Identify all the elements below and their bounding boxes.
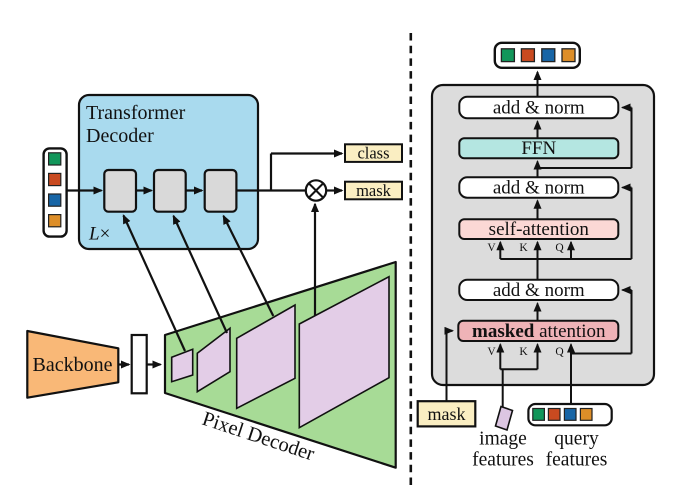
maskedattn-v-label: V <box>487 346 496 358</box>
feature-map-3 <box>235 303 296 410</box>
multiply-operator <box>304 179 328 202</box>
output-token-red <box>520 48 536 63</box>
self-attention-box <box>458 218 620 241</box>
add-norm-bottom-label: add & norm <box>493 280 585 301</box>
selfattn-v-label: V <box>487 242 496 254</box>
class-output-box <box>344 143 403 163</box>
image-features-shape <box>494 405 514 432</box>
class-output-label: class <box>357 144 389 163</box>
block-connectors <box>444 70 633 407</box>
selfattn-q-label: Q <box>555 242 564 254</box>
multiply-x-stroke-2 <box>308 182 324 199</box>
decoder-layer-3 <box>203 168 238 213</box>
ffn-label: FFN <box>521 138 556 159</box>
backbone-shape <box>26 329 120 399</box>
query-token-orange <box>47 214 62 228</box>
mask-output-label: mask <box>356 181 392 200</box>
output-tokens-strip <box>493 41 581 69</box>
transformer-decoder-label-line2: Decoder <box>86 125 154 147</box>
output-token-blue <box>541 48 556 63</box>
query-feature-token-blue <box>563 407 577 421</box>
query-features-caption-line1: query <box>554 429 599 450</box>
masked-attention-label: masked attention <box>472 321 606 342</box>
maskedattn-q-label: Q <box>555 346 564 358</box>
mask-input-box <box>416 400 477 428</box>
decoder-layer-2 <box>152 168 187 213</box>
input-captions: image features query features <box>472 429 607 471</box>
projection-block <box>130 333 148 395</box>
self-attention-label: self-attention <box>489 219 590 240</box>
query-feature-token-orange <box>579 407 593 421</box>
query-feature-token-green <box>532 407 545 421</box>
query-token-green <box>47 152 62 166</box>
selfattn-k-label: K <box>519 242 528 254</box>
arrow-scale2-to-layer2 <box>172 214 229 334</box>
decoder-layer-1 <box>103 168 138 213</box>
output-token-orange <box>561 48 576 63</box>
query-token-red <box>47 172 62 187</box>
transformer-decoder-label-line1: Transformer <box>86 102 186 124</box>
selfattn-vkq-labels: V K Q <box>487 242 564 254</box>
masked-attention-label-bold: masked <box>472 321 535 342</box>
decoder-layer-detail-diagram: add & norm FFN add & norm self-attention… <box>416 41 656 471</box>
output-token-green <box>500 48 516 63</box>
feature-map-2 <box>196 326 231 394</box>
query-token-blue <box>47 193 62 207</box>
loop-count-l: L <box>88 224 100 245</box>
add-norm-top-box <box>458 95 620 120</box>
add-norm-mid-label: add & norm <box>493 178 585 199</box>
query-feature-token-red <box>547 407 561 421</box>
query-features-caption-line2: features <box>546 450 608 471</box>
feature-map-1 <box>170 348 194 383</box>
maskedattn-k-label: K <box>519 346 528 358</box>
add-norm-mid-box <box>458 176 620 199</box>
mask-output-box <box>344 180 403 201</box>
overview-connectors <box>66 149 344 369</box>
add-norm-bottom-box <box>458 278 620 302</box>
query-tokens-strip <box>42 147 68 238</box>
feature-map-4 <box>298 275 390 430</box>
mask-input-label: mask <box>428 404 466 424</box>
image-features-caption-line2: features <box>472 450 534 471</box>
overview-diagram: Transformer Decoder L× Pixel Decoder Bac… <box>26 93 403 469</box>
image-features-caption-line1: image <box>479 429 527 450</box>
arrow-scale3-to-layer3 <box>222 214 275 317</box>
masked-attention-label-rest: attention <box>534 321 606 342</box>
query-features-strip <box>527 402 613 427</box>
ffn-box <box>458 137 620 160</box>
maskedattn-vkq-labels: V K Q <box>487 346 564 358</box>
loop-count-label: L× <box>88 224 110 245</box>
output-tokens-container <box>493 41 581 69</box>
add-norm-top-label: add & norm <box>493 98 585 119</box>
arrow-scale1-to-layer1 <box>122 214 187 352</box>
backbone-label: Backbone <box>33 354 113 376</box>
loop-count-times: × <box>100 224 111 245</box>
